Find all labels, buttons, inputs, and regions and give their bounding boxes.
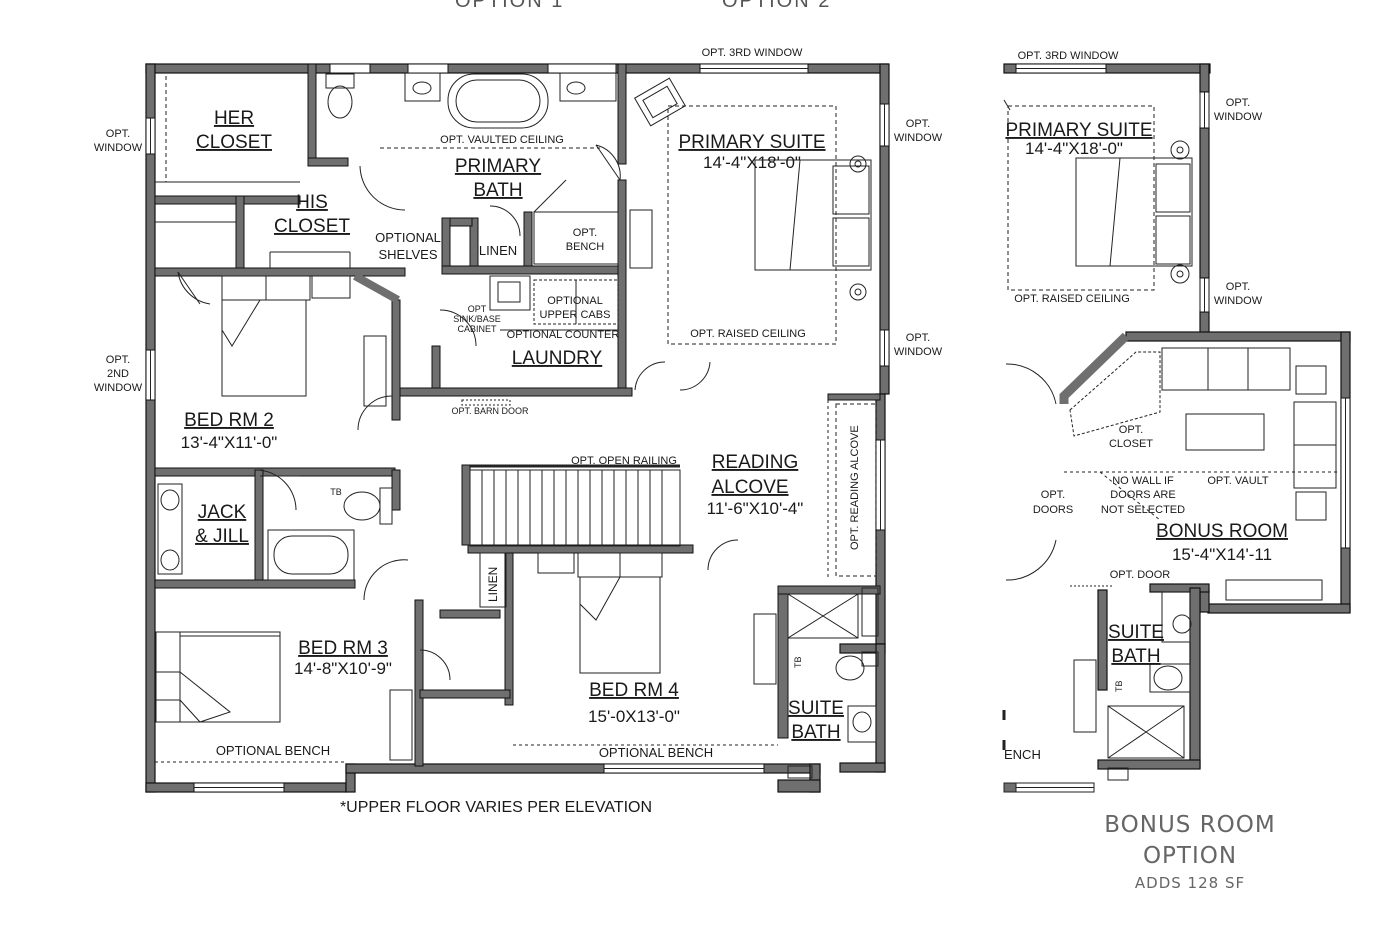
bonus-caption-line3: ADDS 128 SF (1134, 874, 1246, 892)
stair-treads (481, 470, 663, 546)
opt-window-right-2: WINDOW (894, 132, 943, 144)
main-floor-plan: HER CLOSET HIS CLOSET PRIMARY BATH PRIMA… (94, 47, 943, 816)
primary-bath-label: PRIMARY (455, 156, 542, 177)
bonus-caption-line2: OPTION (1142, 843, 1238, 869)
bed2-label: BED RM 2 (184, 410, 274, 431)
bonus-opt-3rd-window: OPT. 3RD WINDOW (1018, 50, 1119, 62)
jack-jill-label-2: & JILL (195, 526, 249, 547)
optional-shelves-1: OPTIONAL (375, 230, 441, 245)
bonus-opt-window-2b: WINDOW (1214, 295, 1263, 307)
bonus-room-label: BONUS ROOM (1156, 521, 1288, 542)
suite-bath-label: SUITE (788, 698, 844, 719)
bonus-opt-doors-1: OPT. (1041, 489, 1065, 501)
bed2-dim: 13'-4"X11'-0" (181, 433, 278, 452)
bonus-bench-partial: ENCH (1004, 747, 1041, 762)
bonus-caption-line1: BONUS ROOM (1104, 812, 1276, 838)
bonus-opt-vault: OPT. VAULT (1207, 475, 1269, 487)
interior-walls (154, 63, 881, 767)
optional-bench-bed3: OPTIONAL BENCH (216, 743, 330, 758)
reading-alcove-label-2: ALCOVE (711, 477, 788, 498)
opt-2nd-window-2: 2ND (107, 368, 129, 380)
opt-window-right-1: OPT. (906, 118, 930, 130)
opt-3rd-window-label: OPT. 3RD WINDOW (702, 47, 803, 59)
suite-bath-label-2: BATH (791, 722, 840, 743)
opt-sink-2: SINK/BASE (453, 314, 501, 324)
optional-upper-cabs-1: OPTIONAL (547, 295, 603, 307)
opt-reading-alcove-label: OPT. READING ALCOVE (849, 425, 861, 550)
footnote: *UPPER FLOOR VARIES PER ELEVATION (340, 799, 652, 816)
jack-jill-label: JACK (198, 502, 247, 523)
opt-window-right-3: OPT. (906, 332, 930, 344)
bonus-opt-window-1b: WINDOW (1214, 111, 1263, 123)
laundry-label: LAUNDRY (512, 348, 603, 369)
bed3-label: BED RM 3 (298, 638, 388, 659)
optional-upper-cabs-2: UPPER CABS (540, 309, 611, 321)
opt-2nd-window-3: WINDOW (94, 382, 143, 394)
optional-bench-bed4: OPTIONAL BENCH (599, 745, 713, 760)
opt-window-left-1: OPT. (106, 128, 130, 140)
opt-window-left-2: WINDOW (94, 142, 143, 154)
bonus-room-caption: BONUS ROOM OPTION ADDS 128 SF (1070, 810, 1310, 892)
opt-window-right-4: WINDOW (894, 346, 943, 358)
reading-alcove-label: READING (712, 452, 799, 473)
his-closet-label: HIS (296, 192, 328, 213)
bonus-tb-label: TB (1114, 680, 1124, 692)
bonus-opt-doors-2: DOORS (1033, 504, 1073, 516)
bonus-primary-suite-dim: 14'-4"X18'-0" (1025, 139, 1123, 158)
bed3-dim: 14'-8"X10'-9" (294, 659, 392, 678)
opt-barn-door-label: OPT. BARN DOOR (451, 406, 529, 416)
his-closet-label-2: CLOSET (274, 216, 350, 237)
bonus-primary-suite-label: PRIMARY SUITE (1005, 120, 1152, 141)
bonus-room-plan: PRIMARY SUITE 14'-4"X18'-0" BONUS ROOM 1… (1002, 50, 1351, 793)
linen-label-stairs: LINEN (486, 567, 500, 602)
bonus-suite-bath-label-2: BATH (1111, 646, 1160, 667)
optional-shelves-2: SHELVES (378, 247, 437, 262)
opt-bench-label-1: OPT. (573, 227, 597, 239)
bonus-opt-window-1a: OPT. (1226, 97, 1250, 109)
opt-sink-1: OPT (468, 304, 487, 314)
option-1-header: OPTION 1 (455, 0, 565, 12)
bonus-no-wall-1: NO WALL IF (1112, 475, 1174, 487)
opt-bench-label-2: BENCH (566, 241, 605, 253)
optional-counter-label: OPTIONAL COUNTER (507, 329, 620, 341)
opt-vaulted-ceiling-label: OPT. VAULTED CEILING (440, 134, 564, 146)
opt-open-railing-label: OPT. OPEN RAILING (571, 455, 677, 467)
opt-sink-3: CABINET (457, 324, 497, 334)
bonus-windows (1003, 63, 1351, 793)
primary-suite-label: PRIMARY SUITE (678, 132, 825, 153)
her-closet-label: HER (214, 108, 254, 129)
tb-label-suite: TB (793, 656, 803, 668)
bonus-opt-closet-2: CLOSET (1109, 438, 1153, 450)
opt-2nd-window-1: OPT. (106, 354, 130, 366)
fixtures (155, 72, 879, 779)
bonus-opt-window-2a: OPT. (1226, 281, 1250, 293)
bonus-opt-raised-ceiling: OPT. RAISED CEILING (1014, 293, 1130, 305)
primary-bath-label-2: BATH (473, 180, 522, 201)
bonus-opt-closet-1: OPT. (1119, 424, 1143, 436)
opt-raised-ceiling-label: OPT. RAISED CEILING (690, 328, 806, 340)
bonus-opt-door: OPT. DOOR (1110, 569, 1171, 581)
primary-suite-dim: 14'-4"X18'-0" (703, 153, 801, 172)
bed4-dim: 15'-0X13'-0" (588, 707, 680, 726)
bonus-suite-bath-label: SUITE (1108, 622, 1164, 643)
bonus-room-dim: 15'-4"X14'-11 (1172, 545, 1272, 564)
reading-alcove-dim: 11'-6"X10'-4" (707, 499, 804, 518)
bonus-no-wall-2: DOORS ARE (1110, 489, 1175, 501)
linen-label: LINEN (479, 243, 517, 258)
bed4-label: BED RM 4 (589, 680, 679, 701)
bonus-fixtures (1002, 68, 1346, 793)
her-closet-label-2: CLOSET (196, 132, 272, 153)
bonus-exterior-walls (1003, 63, 1351, 770)
window-glazing (150, 68, 885, 788)
tb-label-jack-jill: TB (330, 487, 342, 497)
option-2-header: OPTION 2 (722, 0, 832, 12)
bonus-no-wall-3: NOT SELECTED (1101, 504, 1185, 516)
